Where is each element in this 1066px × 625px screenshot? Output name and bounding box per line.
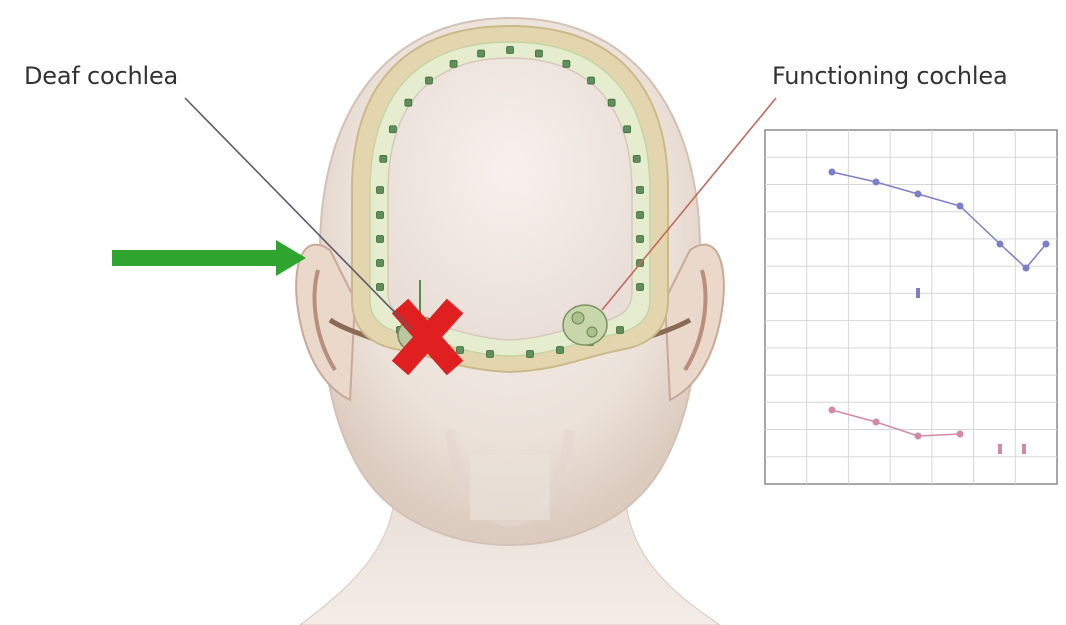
nerve-dot xyxy=(405,99,412,106)
audiogram-point xyxy=(957,431,964,438)
nerve-dot xyxy=(637,236,644,243)
audiogram-point xyxy=(957,203,964,210)
audiogram-frame xyxy=(765,130,1057,484)
nerve-dot xyxy=(588,77,595,84)
nerve-dot xyxy=(633,155,640,162)
functioning-cochlea xyxy=(563,305,607,345)
nerve-dot xyxy=(637,187,644,194)
deaf-cochlea-label: Deaf cochlea xyxy=(24,62,178,90)
nerve-dot xyxy=(507,47,514,54)
brain-cavity xyxy=(388,58,632,340)
nerve-dot xyxy=(535,50,542,57)
nerve-dot xyxy=(377,212,384,219)
nerve-dot xyxy=(478,50,485,57)
nerve-dot xyxy=(527,351,534,358)
nerve-dot xyxy=(377,236,384,243)
nerve-dot xyxy=(425,77,432,84)
nerve-dot xyxy=(457,347,464,354)
nerve-dot xyxy=(487,351,494,358)
functioning-cochlea-label: Functioning cochlea xyxy=(772,62,1007,90)
nerve-dot xyxy=(389,126,396,133)
green-arrow-icon xyxy=(112,240,306,276)
audiogram-point xyxy=(829,407,836,414)
nerve-dot xyxy=(617,327,624,334)
nerve-dot xyxy=(624,126,631,133)
nerve-dot xyxy=(637,212,644,219)
audiogram-point xyxy=(1023,265,1030,272)
audiogram-point xyxy=(915,191,922,198)
audiogram-stray-marker xyxy=(1022,444,1026,454)
audiogram-point xyxy=(873,179,880,186)
nerve-dot xyxy=(450,60,457,67)
nerve-dot xyxy=(608,99,615,106)
nerve-dot xyxy=(377,187,384,194)
audiogram-stray-marker xyxy=(916,288,920,298)
audiogram-point xyxy=(997,241,1004,248)
nerve-dot xyxy=(377,284,384,291)
nerve-dot xyxy=(377,260,384,267)
audiogram-stray-marker xyxy=(998,444,1002,454)
audiogram xyxy=(765,130,1057,484)
vertebra-shadow xyxy=(470,455,550,520)
nerve-dot xyxy=(557,347,564,354)
nerve-dot xyxy=(637,284,644,291)
nerve-dot xyxy=(380,155,387,162)
nerve-dot xyxy=(563,60,570,67)
audiogram-point xyxy=(915,433,922,440)
audiogram-point xyxy=(829,169,836,176)
audiogram-point xyxy=(873,419,880,426)
audiogram-point xyxy=(1043,241,1050,248)
